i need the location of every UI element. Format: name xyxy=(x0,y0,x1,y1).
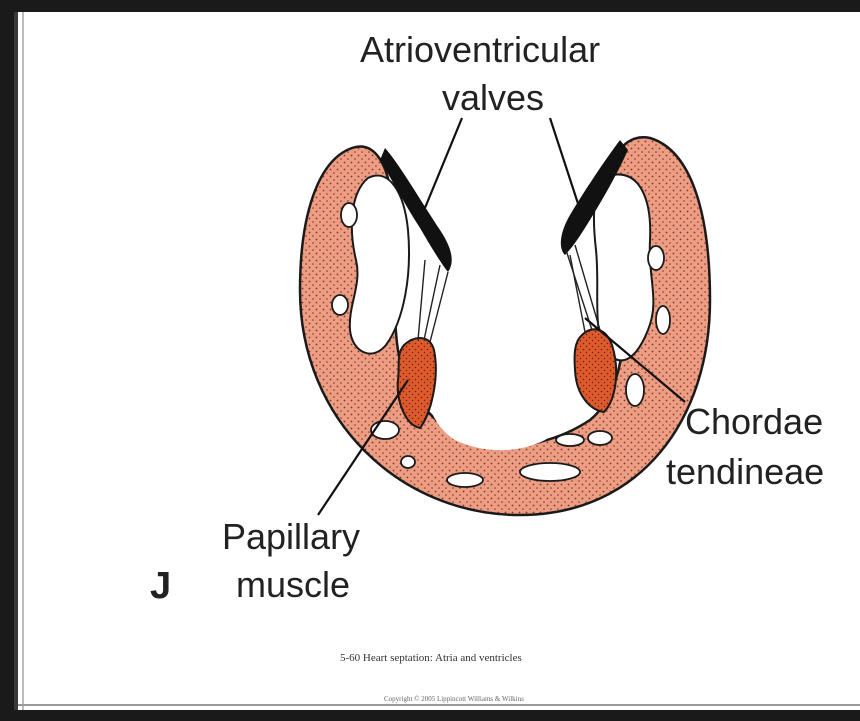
label-valves: valves xyxy=(442,78,544,118)
copyright-text: Copyright © 2005 Lippincott Williams & W… xyxy=(384,695,524,703)
label-atrioventricular: Atrioventricular xyxy=(360,30,600,70)
label-muscle: muscle xyxy=(236,565,350,605)
label-tendineae: tendineae xyxy=(666,452,824,492)
figure-caption: 5-60 Heart septation: Atria and ventricl… xyxy=(340,652,522,664)
right-papillary-muscle xyxy=(575,329,617,412)
ventricular-cavity xyxy=(422,150,588,450)
label-papillary: Papillary xyxy=(222,517,360,557)
panel-letter: J xyxy=(150,566,171,608)
left-trabecular-space xyxy=(350,176,409,354)
label-chordae: Chordae xyxy=(685,402,823,442)
